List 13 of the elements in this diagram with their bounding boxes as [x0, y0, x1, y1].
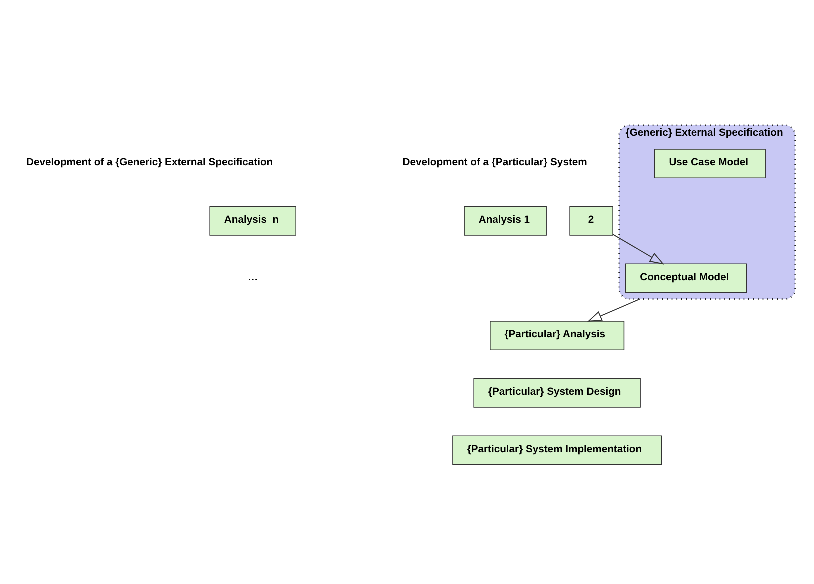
node-box: Conceptual Model	[625, 264, 748, 294]
node-box: Analysis n	[210, 206, 296, 236]
node-box: Use Case Model	[654, 149, 766, 179]
node-box: 2	[570, 206, 614, 236]
label: …	[248, 272, 258, 284]
node-box: {Particular} Analysis	[490, 321, 625, 351]
arrow	[612, 234, 664, 265]
node-box: {Particular} System Implementation	[452, 436, 662, 466]
arrow	[587, 298, 641, 322]
label: Development of a {Generic} External Specification	[26, 158, 274, 169]
node-box: Analysis 1	[464, 206, 547, 236]
node-box: {Particular} System Design	[474, 378, 641, 408]
label: Development of a {Particular} System	[402, 158, 588, 169]
